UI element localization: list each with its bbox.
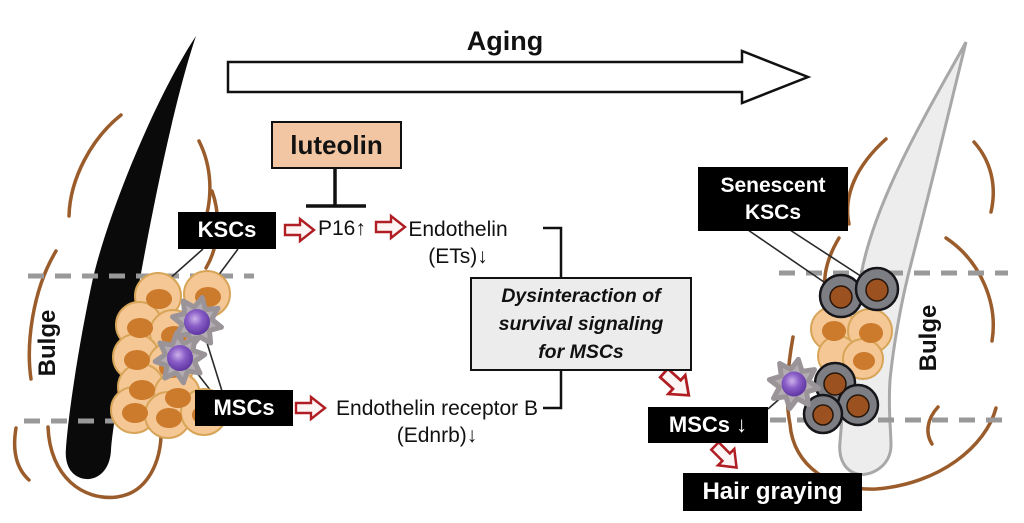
senescent-ksc-nucleus — [823, 372, 847, 396]
receptor-line2: (Ednrb)↓ — [396, 424, 478, 448]
hair-graying-label: Hair graying — [702, 478, 843, 506]
ksc-nucleus — [124, 350, 150, 370]
ksc-label-box: KSCs — [178, 212, 276, 249]
luteolin-label: luteolin — [290, 129, 383, 160]
msc-down-box: MSCs ↓ — [648, 407, 768, 443]
msc-label: MSCs — [213, 394, 275, 420]
aged-ksc-nucleus — [859, 323, 883, 343]
aging-arrow — [226, 49, 812, 105]
ksc-label: KSCs — [197, 217, 257, 243]
melanocyte-nucleus — [184, 309, 210, 335]
aged-ksc-nucleus — [853, 352, 875, 370]
red-arrow-icon — [374, 214, 407, 240]
senescent-line1: Senescent — [720, 173, 826, 197]
aging-title: Aging — [466, 26, 544, 56]
sheath-arc — [972, 140, 995, 214]
senescent-ksc-nucleus — [829, 285, 853, 309]
ksc-nucleus — [122, 403, 148, 423]
senescent-ksc-nucleus — [812, 404, 834, 426]
aged-ksc-nucleus — [822, 321, 846, 341]
endothelin-line2: (ETs)↓ — [428, 245, 488, 269]
inhibition-tee — [306, 166, 366, 208]
ksc-nucleus — [146, 289, 172, 309]
senescent-line2: KSCs — [744, 201, 802, 224]
bulge-label-left: Bulge — [34, 309, 61, 377]
hair-graying-box: Hair graying — [683, 473, 862, 511]
sheath-arc — [46, 422, 163, 500]
senescent-ksc-nucleus — [846, 394, 870, 418]
bulge-label-right: Bulge — [915, 304, 942, 372]
sheath-arc — [12, 426, 31, 482]
senescent-ksc-nucleus — [865, 278, 889, 302]
ksc-nucleus — [156, 408, 182, 428]
endothelin-line1: Endothelin — [408, 218, 508, 241]
dysinteraction-line3: for MSCs — [538, 341, 624, 364]
dysinteraction-line1: Dysinteraction of — [501, 284, 661, 307]
sheath-arc — [926, 405, 940, 446]
ksc-nucleus — [165, 388, 191, 408]
red-arrow-icon — [283, 217, 316, 243]
msc-label-box: MSCs — [195, 390, 293, 426]
melanocyte-nucleus — [781, 371, 807, 397]
dysinteraction-line2: survival signaling — [498, 312, 664, 335]
receptor-label: Endothelin receptor B (Ednrb)↓ — [328, 395, 546, 450]
msc-down-label: MSCs ↓ — [668, 411, 748, 437]
endothelin-label: Endothelin (ETs)↓ — [404, 216, 512, 271]
receptor-line1: Endothelin receptor B — [336, 397, 538, 420]
red-arrow-icon — [294, 395, 327, 421]
luteolin-box: luteolin — [271, 121, 402, 169]
melanocyte-nucleus — [167, 345, 193, 371]
dysinteraction-box: Dysinteraction of survival signaling for… — [470, 277, 692, 371]
ksc-nucleus — [129, 380, 155, 400]
melanocyte-cluster — [152, 292, 227, 386]
red-arrow-icon — [705, 436, 746, 477]
aged-cell-cluster — [765, 266, 900, 435]
ksc-nucleus — [127, 318, 153, 338]
sheath-arc — [944, 236, 995, 343]
sheath-arc — [67, 113, 123, 218]
sheath-arc — [27, 249, 58, 381]
senescent-ksc-box: Senescent KSCs — [698, 167, 848, 231]
p16-label: P16↑ — [318, 217, 366, 240]
ksc-cell-cluster — [110, 270, 231, 439]
young-hair-shaft — [65, 36, 196, 480]
